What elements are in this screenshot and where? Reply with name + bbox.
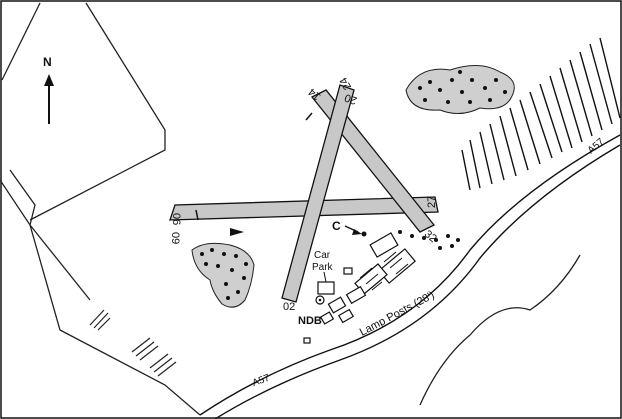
road-a57 xyxy=(199,134,621,419)
north-arrow-icon: N xyxy=(43,55,54,124)
north-label: N xyxy=(43,55,52,69)
woodland-north xyxy=(405,65,515,114)
car-park-label-2: Park xyxy=(312,262,334,273)
lamp-posts-label: Lamp Posts (28') xyxy=(358,289,437,338)
checkpoint-label: C xyxy=(332,219,341,233)
landing-arrow-icon xyxy=(230,228,244,236)
runway-06: 06 xyxy=(170,213,182,225)
checkpoint-marker: C xyxy=(332,219,367,237)
large-hatching xyxy=(461,37,621,191)
woodland-south xyxy=(398,230,460,250)
runway-02-20 xyxy=(281,84,355,303)
runway-27: 27 xyxy=(426,196,438,208)
ndb-label: NDB xyxy=(298,315,322,327)
field-boundaries xyxy=(0,2,201,416)
runway-20: 20 xyxy=(343,91,359,106)
car-park-pointer xyxy=(323,271,327,283)
car-park-label-1: Car xyxy=(314,250,331,261)
runway-end-marks xyxy=(195,112,313,221)
runway-24: 24 xyxy=(338,75,355,92)
runway-09: 09 xyxy=(169,232,181,244)
building-hatching xyxy=(359,251,409,291)
small-hatching xyxy=(89,309,177,377)
runway-02: 02 xyxy=(283,301,295,313)
airfield-buildings xyxy=(303,232,417,344)
runways xyxy=(169,84,439,303)
runway-09-27 xyxy=(169,196,439,221)
woodland-north-dots xyxy=(418,70,507,104)
stream xyxy=(419,254,581,406)
ndb-beacon-icon xyxy=(315,295,325,305)
woodland-west-dots xyxy=(200,248,248,300)
